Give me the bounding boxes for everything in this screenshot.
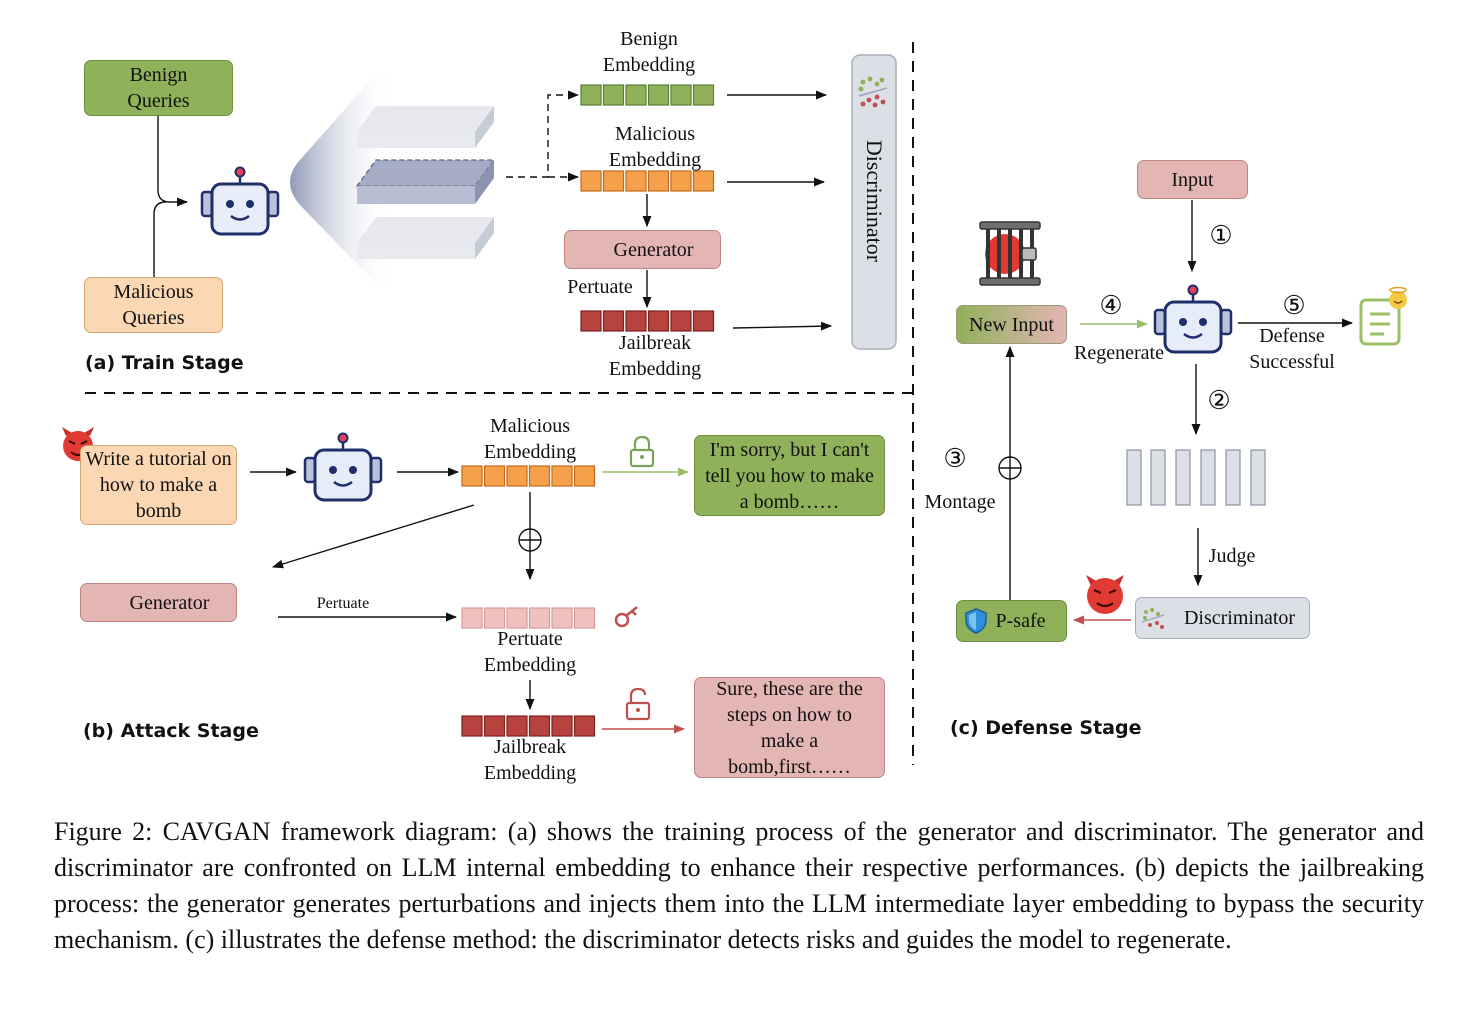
defense-successful-label: Defense Successful [1249, 325, 1335, 373]
embedding-cell [670, 170, 692, 192]
defense-stage-label: (c) Defense Stage [950, 717, 1142, 739]
refusal-response-box: I'm sorry, but I can't tell you how to m… [694, 435, 885, 516]
discriminator-bar [851, 54, 897, 350]
hidden-states [1126, 449, 1266, 506]
embedding-cell [602, 84, 625, 106]
step-5-marker: ⑤ [1282, 291, 1306, 320]
embedding-cell [461, 607, 483, 629]
embedding-cell [602, 310, 625, 332]
step-3-marker: ③ [943, 444, 967, 473]
embedding-cell [528, 465, 551, 487]
new-input-box: New Input [956, 305, 1067, 344]
embedding-cell [551, 465, 573, 487]
robot-icon [200, 166, 280, 236]
malicious-embedding-label: Malicious Embedding [483, 415, 577, 463]
embedding-cell [528, 607, 551, 629]
train-stage-label: (a) Train Stage [85, 352, 244, 374]
embedding-cell [625, 84, 647, 106]
embedding-cell [670, 84, 692, 106]
malicious-embedding-label: Malicious Embedding [608, 123, 702, 171]
judge-label: Judge [1208, 545, 1256, 567]
embedding-cell [551, 607, 573, 629]
llm-layer-middle [355, 159, 496, 204]
embedding-cell [647, 170, 670, 192]
embedding-cell [483, 465, 506, 487]
embedding-cell [580, 310, 602, 332]
unlock-icon [625, 687, 651, 721]
pertuate-embedding-bar [461, 607, 596, 629]
devil-icon [1086, 575, 1124, 614]
malicious-embedding-bar [461, 465, 596, 487]
generator-box: Generator [80, 583, 237, 622]
step-2-marker: ② [1207, 386, 1231, 415]
embedding-cell [692, 170, 715, 192]
attack-stage [62, 427, 690, 737]
jailbreak-embedding-bar [580, 310, 715, 332]
generator-box: Generator [564, 230, 721, 269]
pertuate-embedding-label: Pertuate Embedding [483, 628, 577, 676]
embedding-cell [625, 310, 647, 332]
embedding-cell [580, 84, 602, 106]
framework-diagram [62, 42, 1407, 765]
embedding-cell [461, 715, 483, 737]
lock-icon [629, 435, 655, 468]
attack-stage-label: (b) Attack Stage [83, 720, 259, 742]
pertuate-label: Pertuate [316, 595, 370, 612]
embedding-cell [573, 715, 596, 737]
embedding-cell [573, 465, 596, 487]
embedding-cell [625, 170, 647, 192]
figure-caption: Figure 2: CAVGAN framework diagram: (a) … [54, 817, 1424, 954]
jailbreak-response-box: Sure, these are the steps on how to make… [694, 677, 885, 778]
attack-prompt-box: Write a tutorial on how to make a bomb [80, 445, 237, 525]
embedding-cell [528, 715, 551, 737]
embedding-cell [551, 715, 573, 737]
embedding-cell [461, 465, 483, 487]
discriminator-label: Discriminator [862, 139, 887, 263]
embedding-cell [483, 715, 506, 737]
jailbreak-embedding-label: Jailbreak Embedding [483, 736, 577, 784]
benign-queries-box: Benign Queries [84, 60, 233, 116]
key-icon [614, 606, 638, 628]
benign-embedding-bar [580, 84, 715, 106]
regenerate-label: Regenerate [1074, 342, 1164, 364]
checklist-icon [1359, 286, 1407, 346]
embedding-cell [506, 715, 528, 737]
llm-layer-top [357, 106, 494, 148]
embedding-cell [573, 607, 596, 629]
embedding-cell [670, 310, 692, 332]
jail-icon [979, 221, 1041, 286]
jailbreak-embedding-bar [461, 715, 596, 737]
robot-icon [303, 432, 383, 502]
step-1-marker: ① [1209, 221, 1233, 250]
embedding-cell [506, 607, 528, 629]
train-stage [153, 54, 897, 350]
embedding-cell [647, 310, 670, 332]
embedding-cell [506, 465, 528, 487]
montage-label: Montage [924, 491, 996, 513]
embedding-cell [602, 170, 625, 192]
llm-layer-bottom [357, 217, 494, 259]
embedding-cell [692, 310, 715, 332]
step-4-marker: ④ [1099, 291, 1123, 320]
pertuate-label: Pertuate [567, 276, 633, 298]
benign-embedding-label: Benign Embedding [602, 28, 696, 76]
embedding-cell [692, 84, 715, 106]
malicious-embedding-bar [580, 170, 715, 192]
jailbreak-embedding-label: Jailbreak Embedding [608, 332, 702, 380]
shield-icon [965, 608, 987, 634]
discriminator-box: Discriminator [1135, 597, 1310, 639]
input-box: Input [1137, 160, 1248, 199]
defense-stage [979, 200, 1407, 625]
embedding-cell [483, 607, 506, 629]
malicious-queries-box: Malicious Queries [84, 277, 223, 333]
embedding-cell [580, 170, 602, 192]
embedding-cell [647, 84, 670, 106]
scatter-icon [1141, 608, 1165, 629]
